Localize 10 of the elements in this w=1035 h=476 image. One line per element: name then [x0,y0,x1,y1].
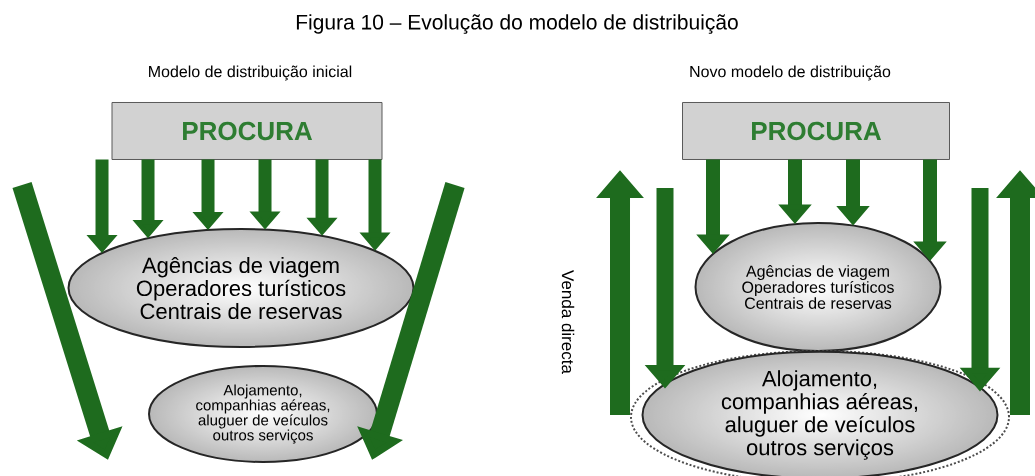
panel-heading: Modelo de distribuição inicial [149,65,352,81]
ellipse-node: Alojamento, companhias aéreas, aluguer de veículos outros serviços [148,365,378,463]
ellipse-node: Agências de viagem Operadores turísticos Centrais de reservas [67,228,415,348]
label-box: PROCURA [682,102,950,160]
title: Figura 10 – Evolução do modelo de distribuição [296,14,738,34]
vertical-label: Venda directa [561,270,575,374]
ellipse-node: Agências de viagem Operadores turísticos Centrais de reservas [694,222,942,352]
panel-heading: Novo modelo de distribuição [690,65,891,81]
label-box: PROCURA [111,102,383,160]
ellipse-node: Alojamento, companhias aéreas, aluguer de veículos outros serviços [630,350,1010,476]
